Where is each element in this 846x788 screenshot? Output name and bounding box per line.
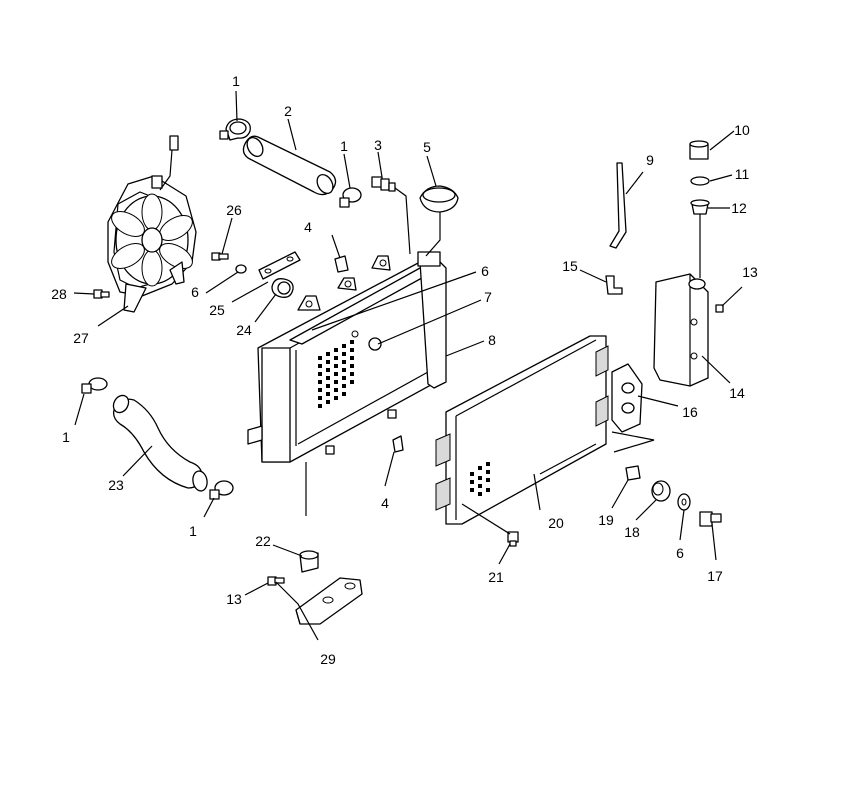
callout-1-upper-right: 1	[340, 138, 348, 154]
callout-23: 23	[108, 477, 124, 493]
callout-20: 20	[548, 515, 564, 531]
bolt-part	[715, 304, 724, 313]
callout-8: 8	[488, 332, 496, 348]
hose-clamp-part	[339, 187, 362, 208]
lower-bracket-part	[295, 577, 363, 625]
bolt-part	[507, 531, 519, 547]
callout-labels: 1 2 1 3 5 26 4 6 28 6 25 7 24 27 8 1 23 …	[51, 73, 758, 667]
callout-26: 26	[226, 202, 242, 218]
callout-1-lower: 1	[189, 523, 197, 539]
elbow-fitting-part	[605, 275, 623, 295]
callout-2: 2	[284, 103, 292, 119]
vent-tube-part	[609, 162, 627, 249]
fitting-part	[371, 176, 396, 192]
callout-24: 24	[236, 322, 252, 338]
grommet-part	[651, 480, 671, 502]
callout-13-right: 13	[742, 264, 758, 280]
callout-13-lower: 13	[226, 591, 242, 607]
radiator-screen-part	[435, 335, 609, 525]
callout-3: 3	[374, 137, 382, 153]
bolt-part	[93, 289, 110, 299]
callout-28: 28	[51, 286, 67, 302]
o-ring-part	[690, 176, 710, 186]
callout-5: 5	[423, 139, 431, 155]
callout-16: 16	[682, 404, 698, 420]
hose-clamp-part	[81, 377, 108, 394]
callout-10: 10	[734, 122, 750, 138]
grommet-part	[271, 278, 294, 298]
callout-6-right: 6	[676, 545, 684, 561]
spacer-part	[299, 550, 319, 573]
callout-22: 22	[255, 533, 271, 549]
upper-hose-part	[242, 135, 337, 196]
coolant-reservoir-part	[653, 273, 709, 387]
callout-21: 21	[488, 569, 504, 585]
callout-9: 9	[646, 152, 654, 168]
callout-25: 25	[209, 302, 225, 318]
clip-part	[392, 435, 404, 453]
callout-15: 15	[562, 258, 578, 274]
radiator-cap-part	[419, 185, 459, 213]
lower-hose-part	[112, 394, 208, 492]
callout-1-left: 1	[62, 429, 70, 445]
mounting-bracket-part	[258, 251, 301, 280]
bolt-part	[267, 576, 285, 586]
callout-17: 17	[707, 568, 723, 584]
callout-29: 29	[320, 651, 336, 667]
bushing-part	[625, 465, 641, 481]
callout-11: 11	[735, 166, 750, 182]
callout-6-radiator: 6	[481, 263, 489, 279]
clip-part	[334, 255, 349, 273]
reservoir-cap-part	[689, 140, 709, 160]
leader-lines	[73, 90, 743, 641]
callout-1-top: 1	[232, 73, 240, 89]
callout-14: 14	[729, 385, 745, 401]
bolt-part	[699, 511, 722, 527]
washer-part	[235, 264, 247, 274]
callout-4-lower: 4	[381, 495, 389, 511]
callout-19: 19	[598, 512, 614, 528]
callout-7: 7	[484, 289, 492, 305]
hose-clamp-part	[219, 118, 251, 141]
reservoir-fitting-part	[690, 199, 710, 215]
callout-4-upper: 4	[304, 219, 312, 235]
radiator-part	[247, 251, 447, 463]
washer-part	[677, 493, 691, 511]
bolt-part	[211, 252, 229, 261]
callout-18: 18	[624, 524, 640, 540]
hose-clamp-part	[209, 480, 234, 500]
cooling-fan-assembly-part	[107, 135, 197, 313]
callout-12: 12	[731, 200, 747, 216]
callout-27: 27	[73, 330, 89, 346]
mounting-plate-part	[611, 363, 643, 433]
callout-6-left: 6	[191, 284, 199, 300]
